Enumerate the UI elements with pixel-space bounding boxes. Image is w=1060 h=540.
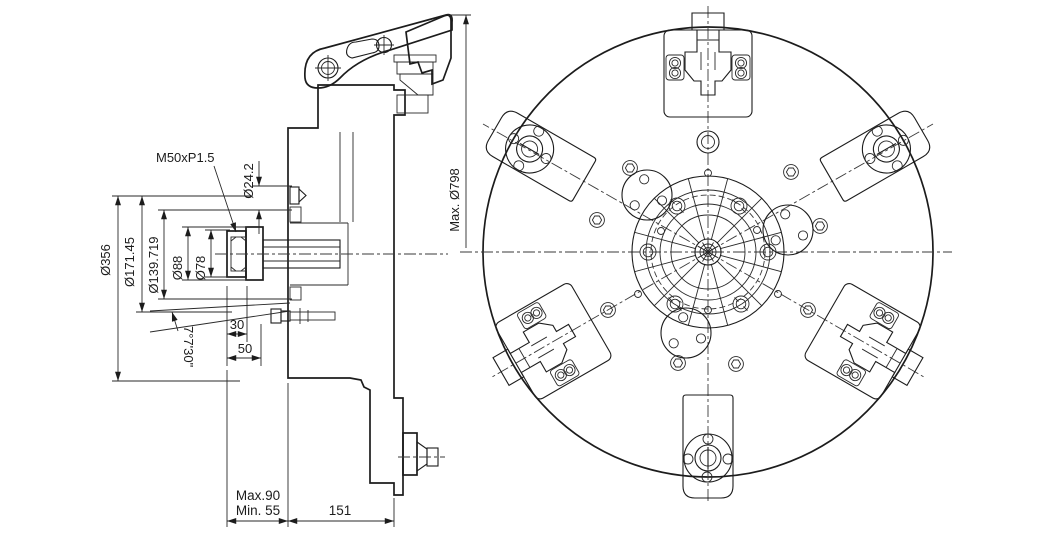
collar-dia-label: Ø88 <box>170 256 185 281</box>
body-internal-lines <box>289 132 354 301</box>
pilot-dia-label: Ø24.2 <box>241 163 256 198</box>
body-dia-label: Ø356 <box>98 244 113 276</box>
dim-171-45: Ø171.45 <box>122 196 232 313</box>
dim-356: Ø356 <box>98 195 252 382</box>
side-view: M50xP1.5 Ø24.2 Ø356 Ø171.45 <box>98 13 453 527</box>
thread-label: M50xP1.5 <box>156 150 215 165</box>
front-view: Max. Ø798 <box>447 6 952 504</box>
lever-plate-upper-right <box>818 106 935 203</box>
dim-88: Ø88 <box>170 226 247 281</box>
jaw-assembly-lower-right <box>802 280 938 411</box>
draw-thread-dia-label: Ø78 <box>193 256 208 281</box>
taper-angle-label: 7°7'30" <box>181 326 196 368</box>
side-top-jaw-assembly <box>304 13 453 114</box>
dim-30: 30 <box>226 286 248 342</box>
arm-pivot-bolt <box>315 55 341 81</box>
mount-dia-label: Ø171.45 <box>122 237 137 287</box>
center-star <box>697 241 719 263</box>
lever-arm <box>304 13 453 89</box>
dim-max-798: Max. Ø798 <box>447 14 471 248</box>
spindle-hub <box>226 226 341 281</box>
jaw-assembly-lower-left <box>478 280 614 411</box>
cartridge-discs <box>621 169 814 359</box>
chuck-body-section <box>287 84 406 496</box>
dim-50: 50 <box>226 324 262 366</box>
dim-stroke: Max.90 Min. 55 <box>226 370 289 527</box>
lever-plate-upper-left <box>481 106 598 203</box>
depth-50-label: 50 <box>238 341 252 356</box>
dim-151: 151 <box>288 498 395 527</box>
arm-slot <box>346 38 380 59</box>
center-boss <box>631 175 785 329</box>
max-swing-label: Max. Ø798 <box>447 168 462 232</box>
stroke-min-label: Min. 55 <box>236 503 280 518</box>
arm-screw <box>374 35 394 55</box>
pilot-plunger <box>252 185 307 223</box>
dim-78: Ø78 <box>193 229 230 281</box>
dim-thread-m50: M50xP1.5 <box>156 150 237 233</box>
small-pilot-holes <box>634 130 782 314</box>
pull-stud <box>398 432 445 476</box>
taper-dia-label: Ø139.719 <box>146 236 161 293</box>
length-151-label: 151 <box>329 503 352 518</box>
depth-30-label: 30 <box>230 317 244 332</box>
stroke-max-label: Max.90 <box>236 488 280 503</box>
top-locating-hole <box>696 130 720 154</box>
draw-pin <box>270 308 336 324</box>
dim-taper-angle: 7°7'30" <box>149 302 291 368</box>
center-spokes <box>634 178 782 326</box>
hex-socket-screws <box>589 160 828 372</box>
dim-pilot-24-2: Ø24.2 <box>241 161 262 234</box>
side-dimensions: M50xP1.5 Ø24.2 Ø356 Ø171.45 <box>98 150 395 527</box>
dim-139-719: Ø139.719 <box>146 209 292 300</box>
